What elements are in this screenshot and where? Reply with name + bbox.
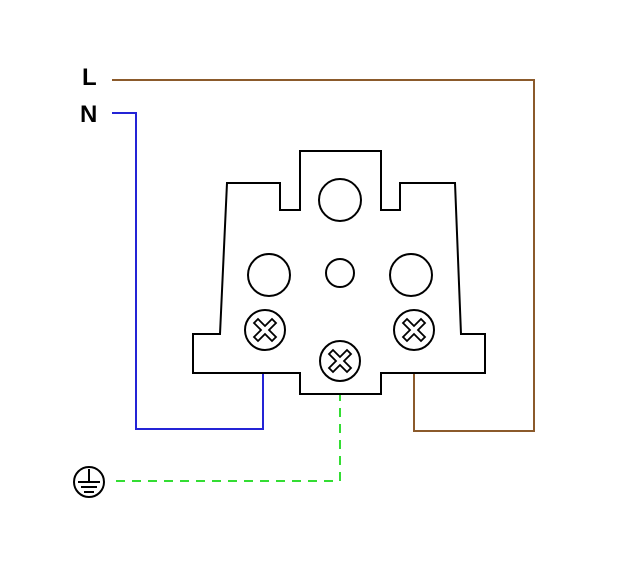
screw-terminal-icon — [393, 309, 435, 351]
live-label: L — [82, 64, 97, 91]
top-pin-hole — [318, 178, 362, 222]
screw-terminal-icon — [244, 309, 286, 351]
screw-terminal-icon — [319, 340, 361, 382]
live-wire — [112, 79, 535, 432]
right-pin-hole — [389, 253, 433, 297]
earth-wire — [116, 394, 341, 482]
center-pin-hole — [325, 258, 355, 288]
left-pin-hole — [247, 253, 291, 297]
neutral-wire — [112, 112, 264, 430]
earth-ground-icon — [73, 466, 105, 498]
neutral-label: N — [80, 101, 98, 128]
